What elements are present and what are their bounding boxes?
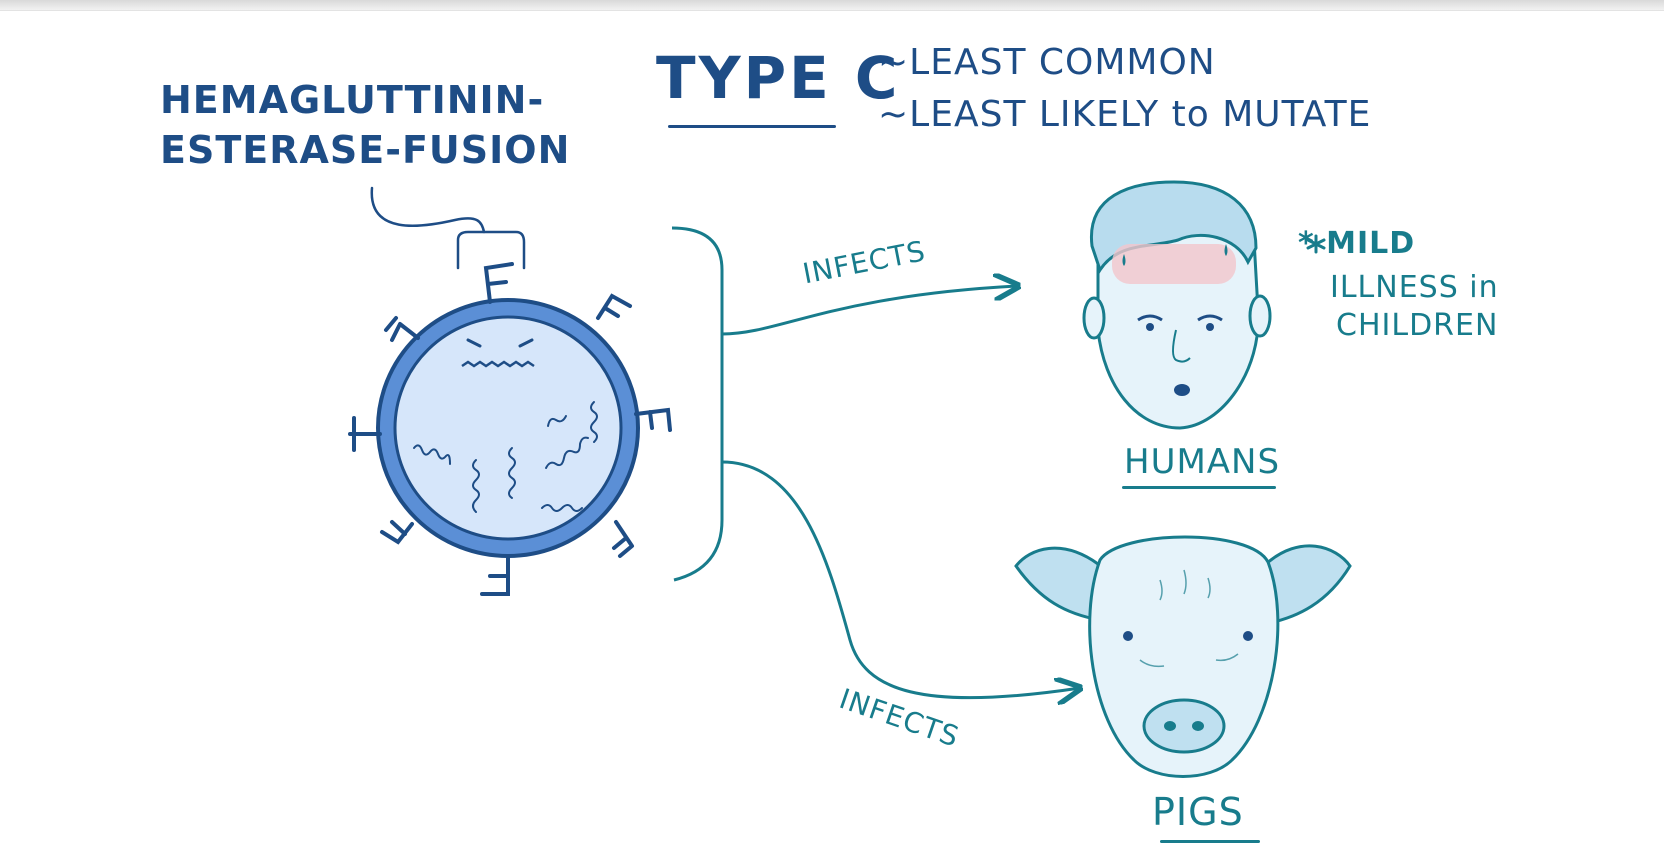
host-label-pigs: PIGS xyxy=(1152,790,1244,834)
protein-label-line-2: ESTERASE-FUSION xyxy=(160,128,571,172)
human-head xyxy=(1082,180,1272,430)
note-mild: MILD xyxy=(1326,226,1416,261)
protein-label-line-1: HEMAGLUTTININ- xyxy=(160,78,545,122)
feature-least-common: ~LEAST COMMON xyxy=(878,42,1216,83)
human-note-line-1: * MILD xyxy=(1298,226,1415,261)
arrow-to-pigs xyxy=(721,460,1080,698)
title-underline xyxy=(668,125,836,128)
page-title: TYPE C xyxy=(656,44,901,112)
protein-pointer xyxy=(370,186,526,270)
human-note-line-2: ILLNESS in xyxy=(1330,270,1499,305)
pig-head xyxy=(1014,535,1352,778)
virus-particle xyxy=(376,298,640,558)
arrow-to-humans xyxy=(721,286,1018,336)
humans-underline xyxy=(1122,486,1276,489)
host-label-humans: HUMANS xyxy=(1124,442,1281,482)
grouping-bracket xyxy=(671,226,724,582)
human-note-line-3: CHILDREN xyxy=(1336,308,1499,343)
top-bar xyxy=(0,0,1664,11)
asterisk-icon xyxy=(1306,234,1326,254)
pigs-underline xyxy=(1160,840,1260,843)
spike-proteins xyxy=(348,262,672,596)
note-marker: * xyxy=(1298,226,1315,261)
feature-least-likely-to-mutate: ~LEAST LIKELY to MUTATE xyxy=(878,94,1372,135)
